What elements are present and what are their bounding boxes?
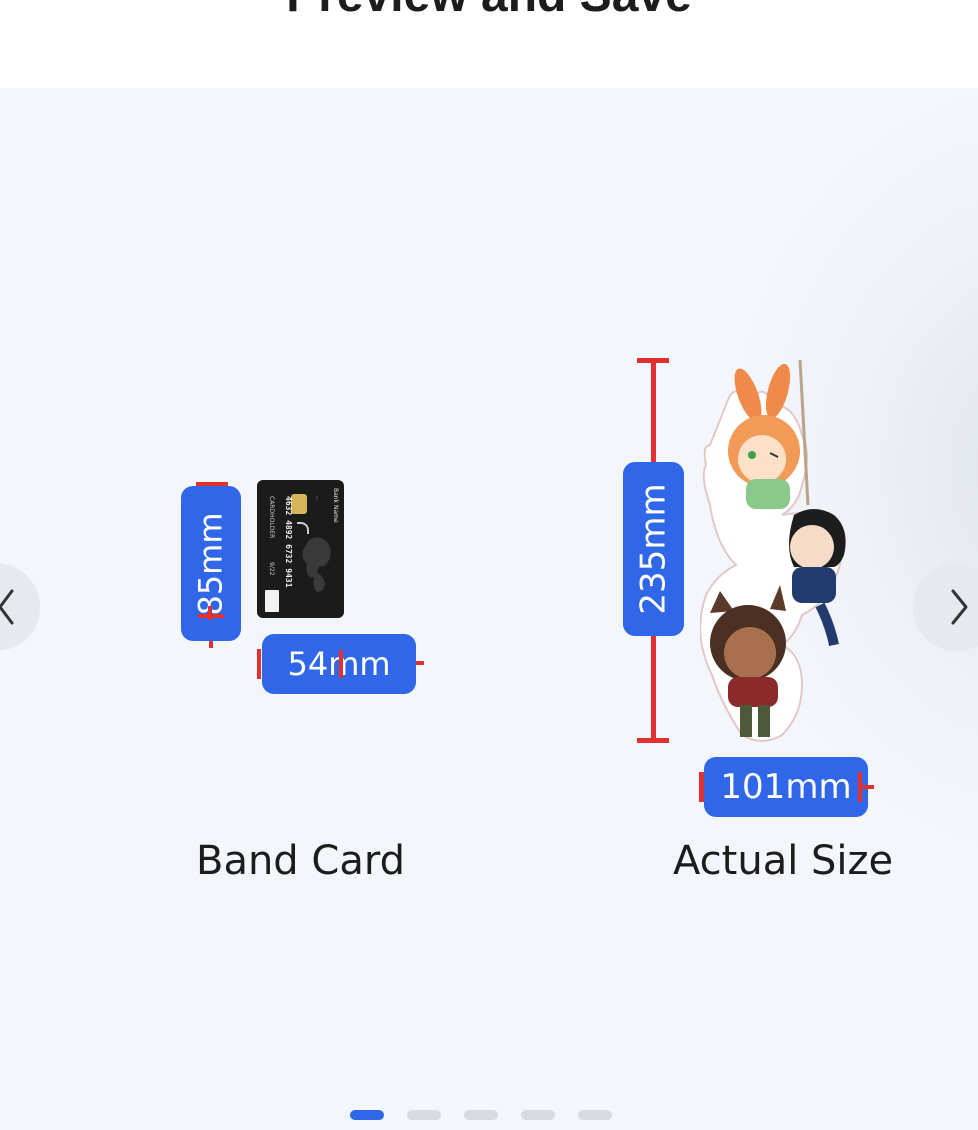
- height-measure-text: 85mm: [192, 511, 230, 616]
- measure-tick-right: [416, 661, 424, 665]
- preview-stage: [0, 88, 978, 1130]
- actual-height-label: 235mm: [623, 462, 684, 636]
- character-keychain-image: [700, 359, 846, 742]
- pagination-dot-3[interactable]: [464, 1110, 498, 1120]
- carousel-pagination: [0, 1110, 978, 1122]
- actual-height-text: 235mm: [633, 483, 674, 615]
- card-expiry: 9/22: [268, 562, 275, 576]
- pagination-dot-4[interactable]: [521, 1110, 555, 1120]
- next-button[interactable]: [913, 563, 978, 651]
- pagination-dot-1[interactable]: [350, 1110, 384, 1120]
- actual-size-caption: Actual Size: [673, 838, 894, 884]
- world-map-icon: [265, 496, 331, 612]
- card-holder: CARDHOLDER: [268, 496, 275, 539]
- bank-name: Bank Name: [332, 488, 339, 523]
- pagination-dot-5[interactable]: [578, 1110, 612, 1120]
- chip-icon: [291, 494, 307, 514]
- bank-card-image: Bank Name 4632 4892 6732 9431 CARDHOLDER…: [257, 480, 344, 618]
- measure-tick-left: [699, 772, 704, 802]
- pagination-dot-2[interactable]: [407, 1110, 441, 1120]
- header: Preview and Save: [0, 0, 978, 88]
- measure-tick-top: [196, 482, 228, 486]
- measure-tick-right: [858, 772, 862, 802]
- page-title: Preview and Save: [0, 0, 978, 23]
- measure-marker-stem: [208, 606, 212, 620]
- chevron-right-icon: [951, 589, 968, 625]
- band-card-caption: Band Card: [196, 838, 405, 884]
- prev-button[interactable]: [0, 563, 40, 651]
- measure-tick-right-end: [862, 785, 874, 789]
- chevron-left-icon: [0, 589, 14, 625]
- measure-marker: [339, 650, 343, 678]
- measure-cap-bottom: [637, 738, 669, 743]
- measure-tick-left: [257, 649, 261, 679]
- card-number: 4632 4892 6732 9431: [284, 496, 293, 588]
- contactless-icon: [297, 522, 309, 534]
- actual-width-text: 101mm: [720, 767, 852, 807]
- actual-width-label: 101mm: [704, 757, 868, 817]
